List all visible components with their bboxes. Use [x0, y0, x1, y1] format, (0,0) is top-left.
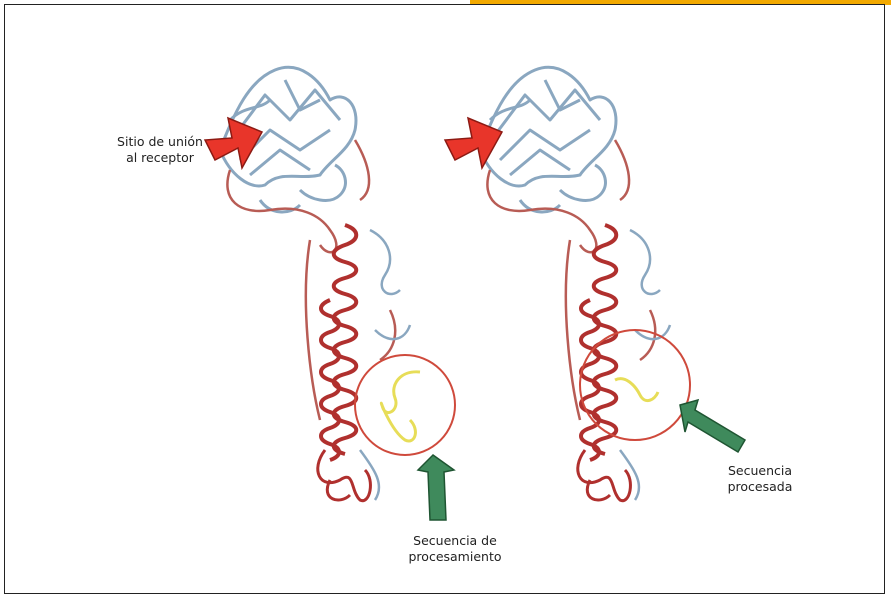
processing-arrow-left [418, 455, 454, 520]
label-receptor-site-line1: Sitio de unión [105, 134, 215, 150]
protein-structure-right [445, 67, 745, 500]
label-processed-sequence: Secuencia procesada [715, 463, 805, 495]
receptor-arrow-right [445, 118, 502, 168]
label-processing-sequence-line1: Secuencia de [395, 533, 515, 549]
highlight-loop-right [615, 379, 658, 401]
label-receptor-site: Sitio de unión al receptor [105, 134, 215, 166]
label-processing-sequence: Secuencia de procesamiento [395, 533, 515, 565]
protein-structure-left [205, 67, 455, 520]
highlight-loop-left [381, 372, 420, 441]
label-processed-sequence-line1: Secuencia [715, 463, 805, 479]
processed-arrow-right [680, 400, 745, 452]
label-processing-sequence-line2: procesamiento [395, 549, 515, 565]
label-receptor-site-line2: al receptor [105, 150, 215, 166]
label-processed-sequence-line2: procesada [715, 479, 805, 495]
lower-sheets-left [360, 230, 410, 500]
loops-left [227, 140, 395, 420]
tail-left [318, 450, 371, 501]
